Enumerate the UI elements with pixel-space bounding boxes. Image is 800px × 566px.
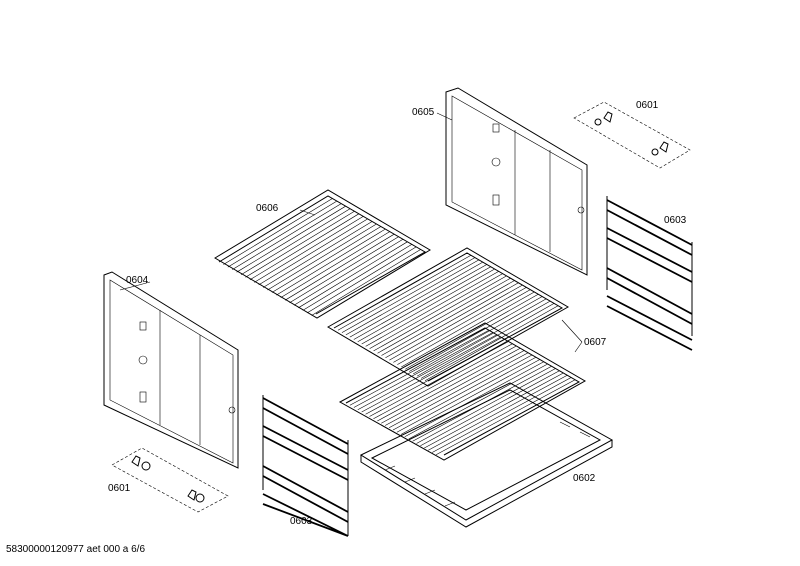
- leader-lines: [119, 112, 453, 291]
- fastener-group-bottom: [111, 447, 229, 513]
- side-panel-left: [103, 271, 239, 469]
- grid-shelf-small: [214, 189, 431, 319]
- part-label-0601-top: 0601: [636, 100, 659, 111]
- fastener-group-top: [573, 101, 691, 169]
- part-label-0606: 0606: [256, 203, 279, 214]
- document-number: 58300000120977 aet 000 a 6/6: [6, 544, 146, 555]
- shelf-rail-left: [262, 395, 349, 537]
- part-label-0604: 0604: [126, 275, 149, 286]
- wire-rack-lower: [338, 322, 587, 461]
- part-label-0603-bottom: 0603: [290, 516, 313, 527]
- baking-tray: [359, 382, 614, 528]
- part-label-0601-bottom: 0601: [108, 483, 131, 494]
- part-label-0602: 0602: [573, 473, 596, 484]
- shelf-rail-right: [606, 196, 693, 351]
- part-label-0605: 0605: [412, 107, 435, 118]
- side-panel-right: [445, 87, 588, 276]
- part-label-0607: 0607: [584, 337, 607, 348]
- part-label-0603-right: 0603: [664, 215, 687, 226]
